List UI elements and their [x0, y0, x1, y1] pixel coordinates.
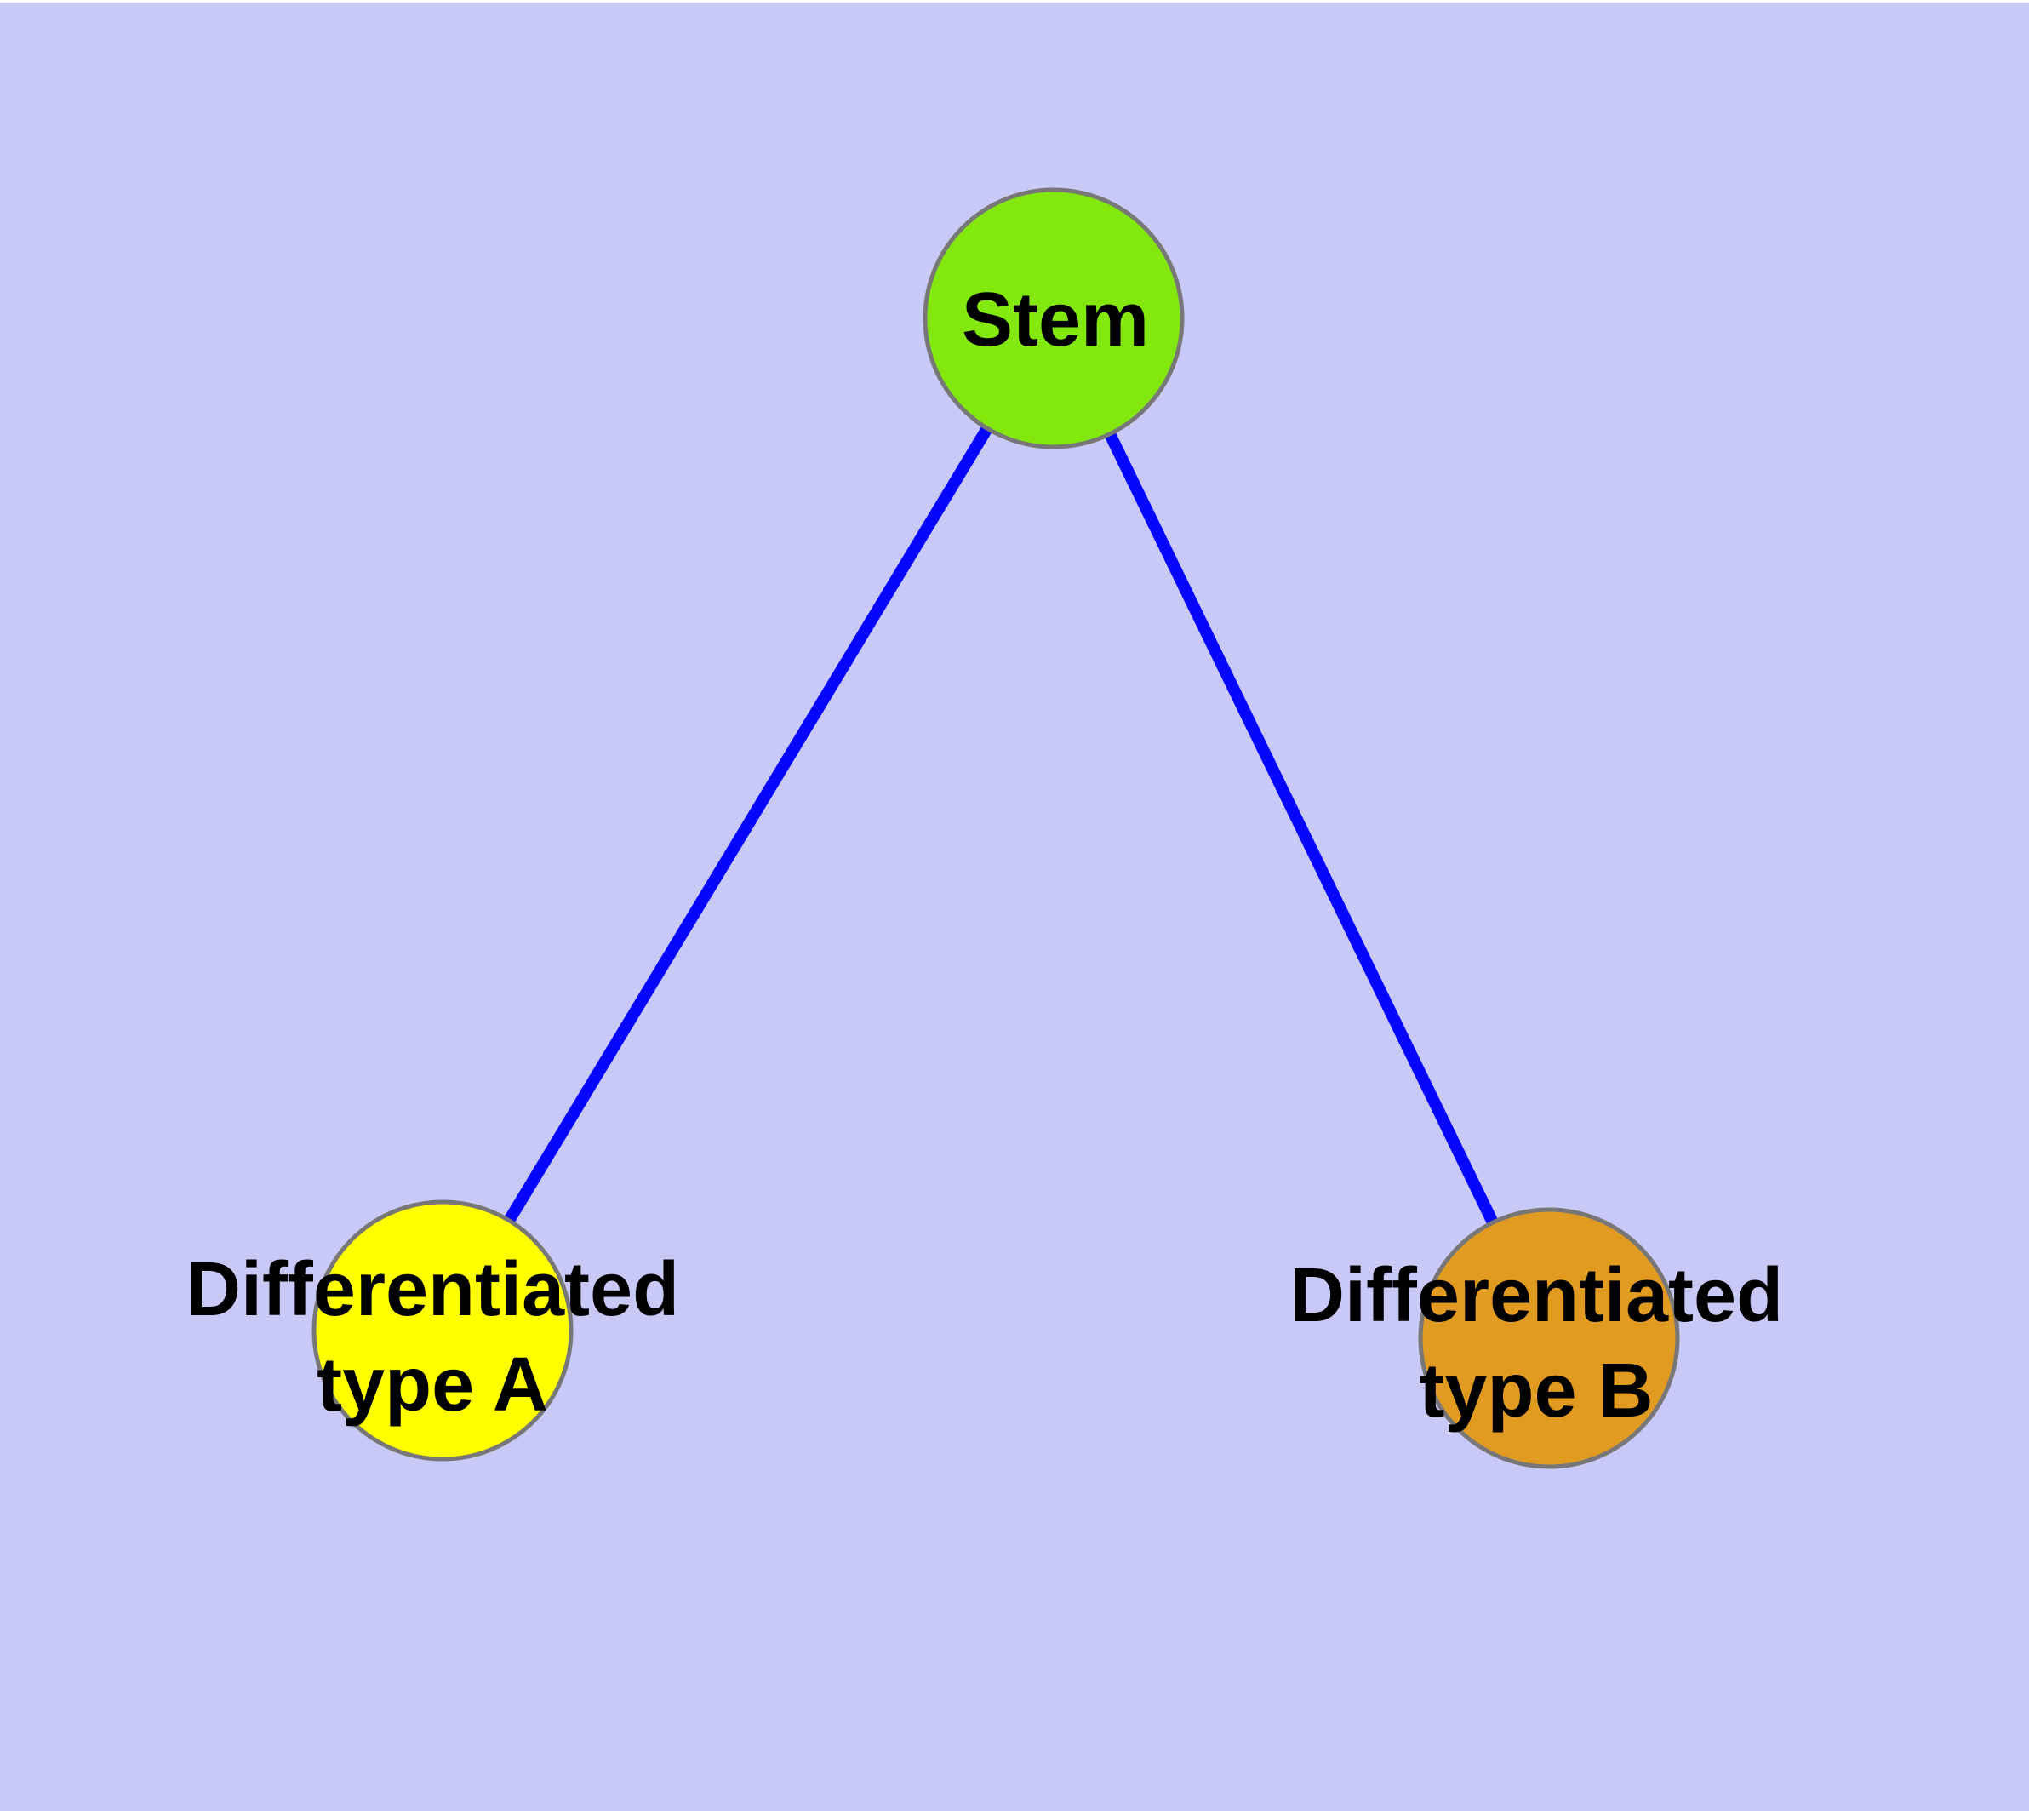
edge-stem-to-type-b: [1048, 315, 1555, 1342]
node-differentiated-type-b: [1418, 1207, 1680, 1469]
node-label-differentiated-type-b: Differentiated type B: [1289, 1253, 1784, 1434]
node-stem: [923, 187, 1185, 449]
edge-stem-to-type-a: [437, 315, 1059, 1334]
node-differentiated-type-a: [311, 1199, 574, 1462]
node-label-stem: Stem: [961, 278, 1150, 363]
node-label-differentiated-type-a: Differentiated type A: [185, 1247, 680, 1428]
